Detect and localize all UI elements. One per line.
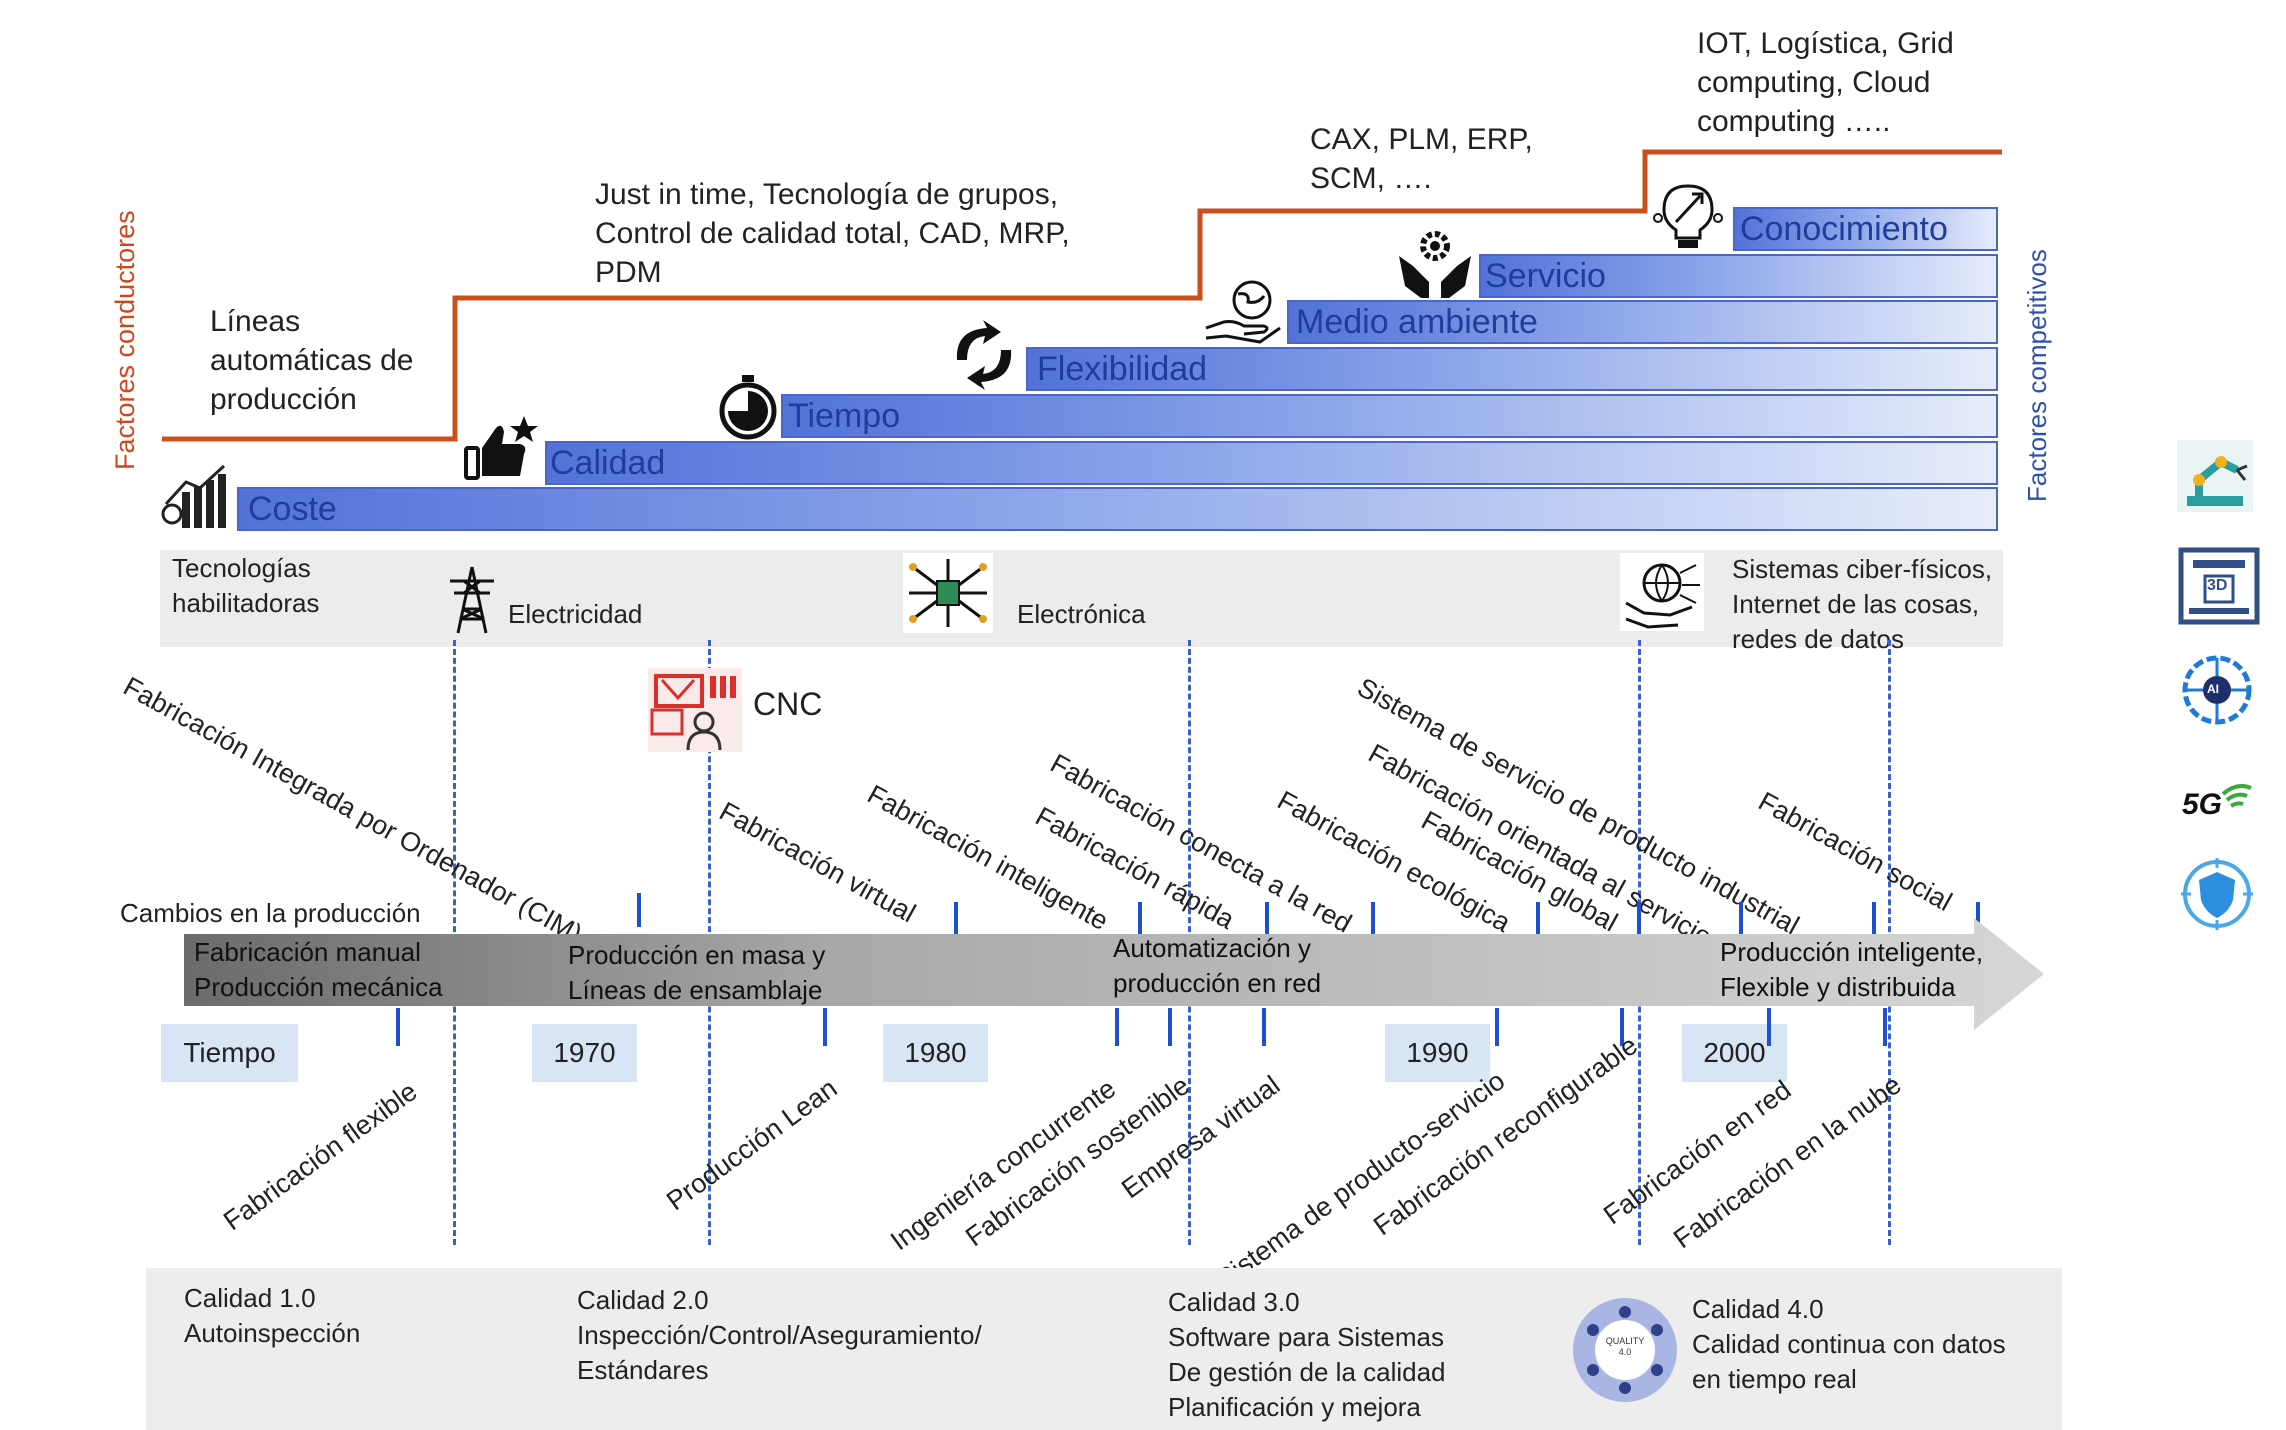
quality-thumbs-star-icon xyxy=(464,416,538,480)
upper-tick xyxy=(1976,902,1980,936)
time-label: Tiempo xyxy=(161,1024,298,1082)
knowledge-bulb-rocket-icon xyxy=(1653,184,1723,248)
driver-iot: IOT, Logística, Grid computing, Cloud co… xyxy=(1697,27,1954,138)
cps-hand-globe-icon xyxy=(1620,553,1704,631)
factor-label-flexibilidad: Flexibilidad xyxy=(1037,350,1208,388)
drivers-axis-label: Factores conductores xyxy=(110,210,140,470)
factor-label-medio-ambiente: Medio ambiente xyxy=(1296,303,1538,341)
upper-tick xyxy=(1265,902,1269,936)
cnc-label: CNC xyxy=(753,686,823,722)
upper-tick xyxy=(1371,902,1375,936)
cnc-machine-icon xyxy=(648,668,742,752)
power-tower-icon xyxy=(450,566,494,634)
step-flexibilidad xyxy=(1026,347,1998,391)
quality-2: Calidad 2.0 Inspección/Control/Asegurami… xyxy=(577,1285,982,1385)
electronics-chip-icon xyxy=(903,553,993,633)
upper-tick xyxy=(1138,902,1142,936)
stopwatch-icon xyxy=(719,375,777,440)
stage-mass-production: Producción en masa y Líneas de ensamblaj… xyxy=(568,940,826,1005)
cost-growth-icon xyxy=(161,464,226,528)
upper-tick xyxy=(1637,902,1641,936)
upper-tick xyxy=(637,893,641,927)
factor-label-coste: Coste xyxy=(248,490,337,528)
quality-1: Calidad 1.0 Autoinspección xyxy=(184,1283,361,1348)
flexibility-cycle-icon xyxy=(956,320,1012,390)
quality-4: Calidad 4.0 Calidad continua con datos e… xyxy=(1692,1294,2006,1394)
lower-tick xyxy=(1767,1008,1771,1046)
enabling-tech-label: Tecnologías habilitadoras xyxy=(172,553,320,618)
production-changes-label: Cambios en la producción xyxy=(120,898,421,928)
driver-jit: Just in time, Tecnología de grupos, Cont… xyxy=(595,178,1070,289)
lower-tick xyxy=(1115,1008,1119,1046)
quality-4-0-wheel-icon xyxy=(1573,1298,1677,1402)
upper-tick xyxy=(1536,902,1540,936)
year-2000: 2000 xyxy=(1682,1024,1787,1082)
quality-band xyxy=(146,1268,2062,1430)
environment-hand-globe-icon xyxy=(1205,280,1281,344)
upper-tick xyxy=(1872,902,1876,936)
step-calidad xyxy=(545,441,1998,485)
quality-4-0-badge-text: QUALITY 4.0 xyxy=(1605,1336,1645,1357)
3d-printer-icon xyxy=(2178,547,2260,625)
competitive-axis-label: Factores competitivos xyxy=(2022,249,2052,502)
3d-printer-icon-text: 3D xyxy=(2207,577,2228,594)
service-hands-gear-icon xyxy=(1399,231,1471,298)
step-tiempo xyxy=(781,394,1998,438)
5g-icon xyxy=(2221,784,2252,808)
robot-arm-icon xyxy=(2177,440,2253,512)
factor-label-tiempo: Tiempo xyxy=(788,397,901,435)
lower-tick xyxy=(1168,1008,1172,1046)
step-servicio xyxy=(1479,254,1998,298)
lower-tick xyxy=(396,1008,400,1046)
stage-automation: Automatización y producción en red xyxy=(1113,933,1322,998)
year-1980: 1980 xyxy=(883,1024,988,1082)
production-timeline-arrow xyxy=(184,918,2044,1030)
factor-label-servicio: Servicio xyxy=(1485,257,1606,295)
upper-tick xyxy=(1739,902,1743,936)
driver-automatic-lines: Líneas automáticas de producción xyxy=(210,305,414,416)
year-1990: 1990 xyxy=(1385,1024,1490,1082)
step-conocimiento xyxy=(1733,207,1998,251)
5g-icon-text: 5G xyxy=(2182,788,2223,821)
factor-label-conocimiento: Conocimiento xyxy=(1740,210,1948,248)
stage-smart-production: Producción inteligente, Flexible y distr… xyxy=(1720,937,1984,1002)
lower-tick xyxy=(1495,1008,1499,1046)
enabling-tech-cps: Sistemas ciber-físicos, Internet de las … xyxy=(1732,554,1993,654)
enabling-tech-electronics: Electrónica xyxy=(1017,599,1146,629)
lower-tick xyxy=(1883,1008,1887,1046)
security-shield-icon xyxy=(2181,858,2253,930)
ai-brain-icon xyxy=(2182,655,2252,725)
factor-label-calidad: Calidad xyxy=(550,444,666,482)
driver-cax: CAX, PLM, ERP, SCM, …. xyxy=(1310,123,1533,195)
lower-tick xyxy=(1620,1008,1624,1046)
step-coste xyxy=(237,487,1998,531)
lower-tick xyxy=(1262,1008,1266,1046)
ai-brain-icon-text: AI xyxy=(2207,682,2219,696)
year-1970: 1970 xyxy=(532,1024,637,1082)
lower-tick xyxy=(823,1008,827,1046)
step-medio-ambiente xyxy=(1287,300,1998,344)
enabling-tech-electricity: Electricidad xyxy=(508,599,643,629)
quality-3: Calidad 3.0 Software para Sistemas De ge… xyxy=(1168,1287,1446,1422)
stage-manual-production: Fabricación manual Producción mecánica xyxy=(194,937,443,1002)
upper-tick xyxy=(954,902,958,936)
